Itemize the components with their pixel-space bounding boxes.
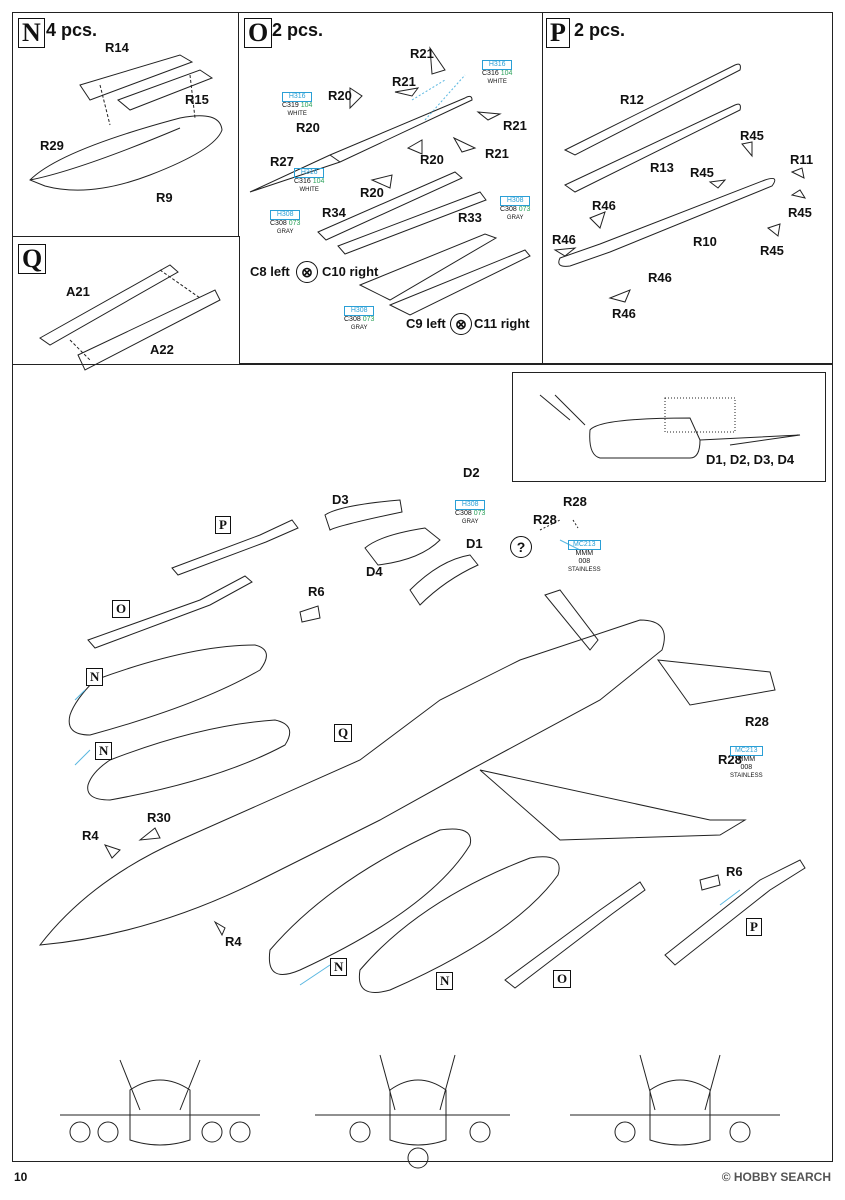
part-label: R34	[322, 205, 346, 220]
question-icon: ?	[510, 536, 532, 558]
panel-o-letter: O	[244, 18, 273, 48]
panel-p-letter: P	[546, 18, 570, 48]
part-label: R45	[760, 243, 784, 258]
paint-callout: MC213 MMM 008 STAINLESS	[730, 746, 763, 779]
page-number: 10	[14, 1170, 28, 1184]
assembly-note: C9 left	[406, 316, 446, 331]
glue-symbol-icon: ⊗	[296, 261, 318, 283]
ref-tag: N	[86, 668, 104, 686]
part-label: D1	[466, 536, 483, 551]
paint-callout: H316 C319 104 WHITE	[282, 92, 313, 117]
watermark: © HOBBY SEARCH	[721, 1170, 831, 1184]
part-label: R4	[82, 828, 99, 843]
ref-tag: P	[746, 918, 762, 936]
part-label: R45	[740, 128, 764, 143]
ref-tag: Q	[334, 724, 353, 742]
part-label: R21	[410, 46, 434, 61]
part-label: R15	[185, 92, 209, 107]
part-label: R6	[726, 864, 743, 879]
part-label: R28	[745, 714, 769, 729]
paint-callout: MC213 MMM 008 STAINLESS	[568, 540, 601, 573]
part-label: R20	[296, 120, 320, 135]
part-label: R20	[420, 152, 444, 167]
part-label: R14	[105, 40, 129, 55]
part-label: R46	[612, 306, 636, 321]
part-label: R46	[552, 232, 576, 247]
paint-callout: H308 C308 073 GRAY	[270, 210, 301, 235]
glue-symbol-icon: ⊗	[450, 313, 472, 335]
part-label: R21	[503, 118, 527, 133]
panel-p-qty: 2 pcs.	[574, 20, 626, 40]
part-label: R21	[485, 146, 509, 161]
part-label: D2	[463, 465, 480, 480]
ref-tag: N	[330, 958, 348, 976]
assembly-note: C10 right	[322, 264, 379, 279]
part-label: R27	[270, 154, 294, 169]
part-label: D4	[366, 564, 383, 579]
inset-panel	[512, 372, 826, 482]
part-label: R28	[533, 512, 557, 527]
part-label: R29	[40, 138, 64, 153]
panel-p	[542, 12, 833, 364]
panel-n-letter: N	[18, 18, 45, 48]
part-label: R46	[592, 198, 616, 213]
panel-n	[12, 12, 240, 238]
paint-callout: H316 C316 104 WHITE	[294, 168, 325, 193]
part-label: R45	[788, 205, 812, 220]
assembly-note: C8 left	[250, 264, 290, 279]
paint-callout: H316 C316 104 WHITE	[482, 60, 513, 85]
part-label: R28	[563, 494, 587, 509]
ref-tag: O	[553, 970, 572, 988]
part-label: A21	[66, 284, 90, 299]
part-label: A22	[150, 342, 174, 357]
ref-tag: N	[95, 742, 113, 760]
paint-callout: H308 C308 073 GRAY	[455, 500, 486, 525]
ref-tag: P	[215, 516, 231, 534]
part-label: R11	[790, 152, 814, 167]
panel-o-qty: 2 pcs.	[272, 20, 324, 40]
part-label: R10	[693, 234, 717, 249]
part-label: D3	[332, 492, 349, 507]
part-label: R12	[620, 92, 644, 107]
part-label: R30	[147, 810, 171, 825]
part-label: R6	[308, 584, 325, 599]
inset-caption: D1, D2, D3, D4	[706, 452, 795, 467]
part-label: R20	[360, 185, 384, 200]
ref-tag: O	[112, 600, 131, 618]
part-label: R21	[392, 74, 416, 89]
paint-callout: H308 C308 073 GRAY	[500, 196, 531, 221]
main-panel	[12, 364, 833, 1162]
part-label: R4	[225, 934, 242, 949]
paint-callout: H308 C308 073 GRAY	[344, 306, 375, 331]
part-label: R45	[690, 165, 714, 180]
part-label: R33	[458, 210, 482, 225]
part-label: R46	[648, 270, 672, 285]
panel-q-letter: Q	[18, 244, 47, 274]
part-label: R13	[650, 160, 674, 175]
panel-n-qty: 4 pcs.	[46, 20, 98, 40]
part-label: R9	[156, 190, 173, 205]
part-label: R20	[328, 88, 352, 103]
ref-tag: N	[436, 972, 454, 990]
assembly-note: C11 right	[474, 316, 530, 331]
